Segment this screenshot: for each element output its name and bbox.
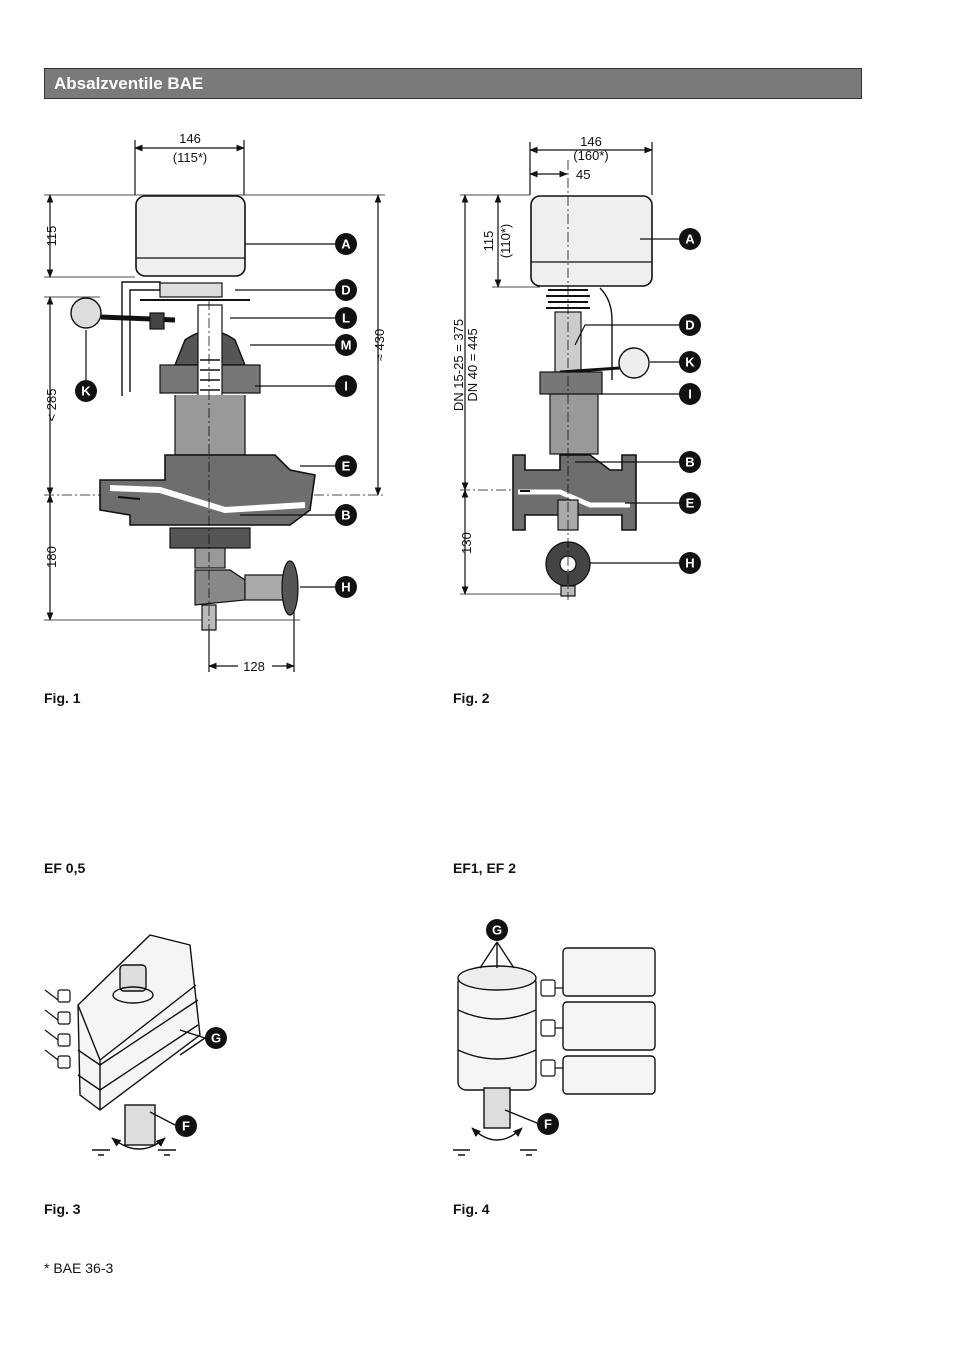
fig2-dim-lower: 130 xyxy=(459,532,474,554)
fig1-callout-d: D xyxy=(335,279,357,301)
svg-text:E: E xyxy=(342,459,351,474)
fig4-callout-g: G xyxy=(486,919,508,941)
fig4-callout-f: F xyxy=(537,1113,559,1135)
fig2-dim-offset: 45 xyxy=(576,167,590,182)
fig1-dim-top: 146 xyxy=(179,131,201,146)
svg-text:M: M xyxy=(341,338,352,353)
fig1-dim-mid: < 285 xyxy=(44,389,59,422)
fig1-callout-a: A xyxy=(335,233,357,255)
fig1-dim-upper: 115 xyxy=(44,226,59,247)
fig2-dim-top-alt: (160*) xyxy=(573,148,608,163)
fig1-callout-h: H xyxy=(335,576,357,598)
section-header: Absalzventile BAE xyxy=(44,68,862,99)
fig3-caption: EF 0,5 xyxy=(44,860,86,876)
fig3-label: Fig. 3 xyxy=(44,1201,81,1217)
fig2-callout-b: B xyxy=(679,451,701,473)
svg-text:D: D xyxy=(341,283,350,298)
fig2-dim-dn2: DN 40 = 445 xyxy=(465,328,480,401)
svg-text:A: A xyxy=(341,237,351,252)
svg-text:B: B xyxy=(685,455,694,470)
fig2-callout-k: K xyxy=(679,351,701,373)
fig2-dim-dn1: DN 15-25 = 375 xyxy=(451,319,466,411)
fig3-drawing xyxy=(44,934,206,1156)
fig2-callout-e: E xyxy=(679,492,701,514)
fig2-label: Fig. 2 xyxy=(453,690,490,706)
fig1-dim-bottom: 128 xyxy=(243,659,265,674)
fig2-dim-upper: 115 xyxy=(481,231,496,252)
fig1-callout-e: E xyxy=(335,455,357,477)
svg-text:I: I xyxy=(344,379,348,394)
svg-text:H: H xyxy=(341,580,350,595)
fig1-drawing xyxy=(44,140,385,672)
svg-text:L: L xyxy=(342,311,350,326)
svg-text:E: E xyxy=(686,496,695,511)
fig1-callout-m: M xyxy=(335,334,357,356)
svg-text:K: K xyxy=(81,384,91,399)
footnote: * BAE 36-3 xyxy=(44,1260,114,1276)
fig4-label: Fig. 4 xyxy=(453,1201,490,1217)
svg-text:F: F xyxy=(544,1117,552,1132)
fig2-dim-upper-alt: (110*) xyxy=(498,224,513,258)
svg-text:D: D xyxy=(685,318,694,333)
fig1-callout-b: B xyxy=(335,504,357,526)
svg-text:G: G xyxy=(492,923,502,938)
fig2-callout-i: I xyxy=(679,383,701,405)
fig4-drawing xyxy=(453,941,656,1156)
fig1-label: Fig. 1 xyxy=(44,690,81,706)
svg-text:I: I xyxy=(688,387,692,402)
svg-text:G: G xyxy=(211,1031,221,1046)
fig1-callout-l: L xyxy=(335,307,357,329)
svg-text:A: A xyxy=(685,232,695,247)
section-title: Absalzventile BAE xyxy=(54,74,204,93)
fig1-callout-i: I xyxy=(335,375,357,397)
fig1-dim-right: ≈ 430 xyxy=(372,329,387,361)
fig2-drawing xyxy=(460,142,680,600)
fig3-callout-f: F xyxy=(175,1115,197,1137)
fig1-dim-lower: 180 xyxy=(44,546,59,568)
fig4-caption: EF1, EF 2 xyxy=(453,860,517,876)
svg-text:F: F xyxy=(182,1119,190,1134)
fig2-callout-a: A xyxy=(679,228,701,250)
fig2-callout-h: H xyxy=(679,552,701,574)
svg-text:B: B xyxy=(341,508,350,523)
svg-text:K: K xyxy=(685,355,695,370)
fig2-dim-top: 146 xyxy=(580,134,602,149)
svg-text:H: H xyxy=(685,556,694,571)
fig1-dim-top-alt: (115*) xyxy=(173,150,207,165)
fig2-callout-d: D xyxy=(679,314,701,336)
fig1-callout-k: K xyxy=(75,380,97,402)
fig3-callout-g: G xyxy=(205,1027,227,1049)
